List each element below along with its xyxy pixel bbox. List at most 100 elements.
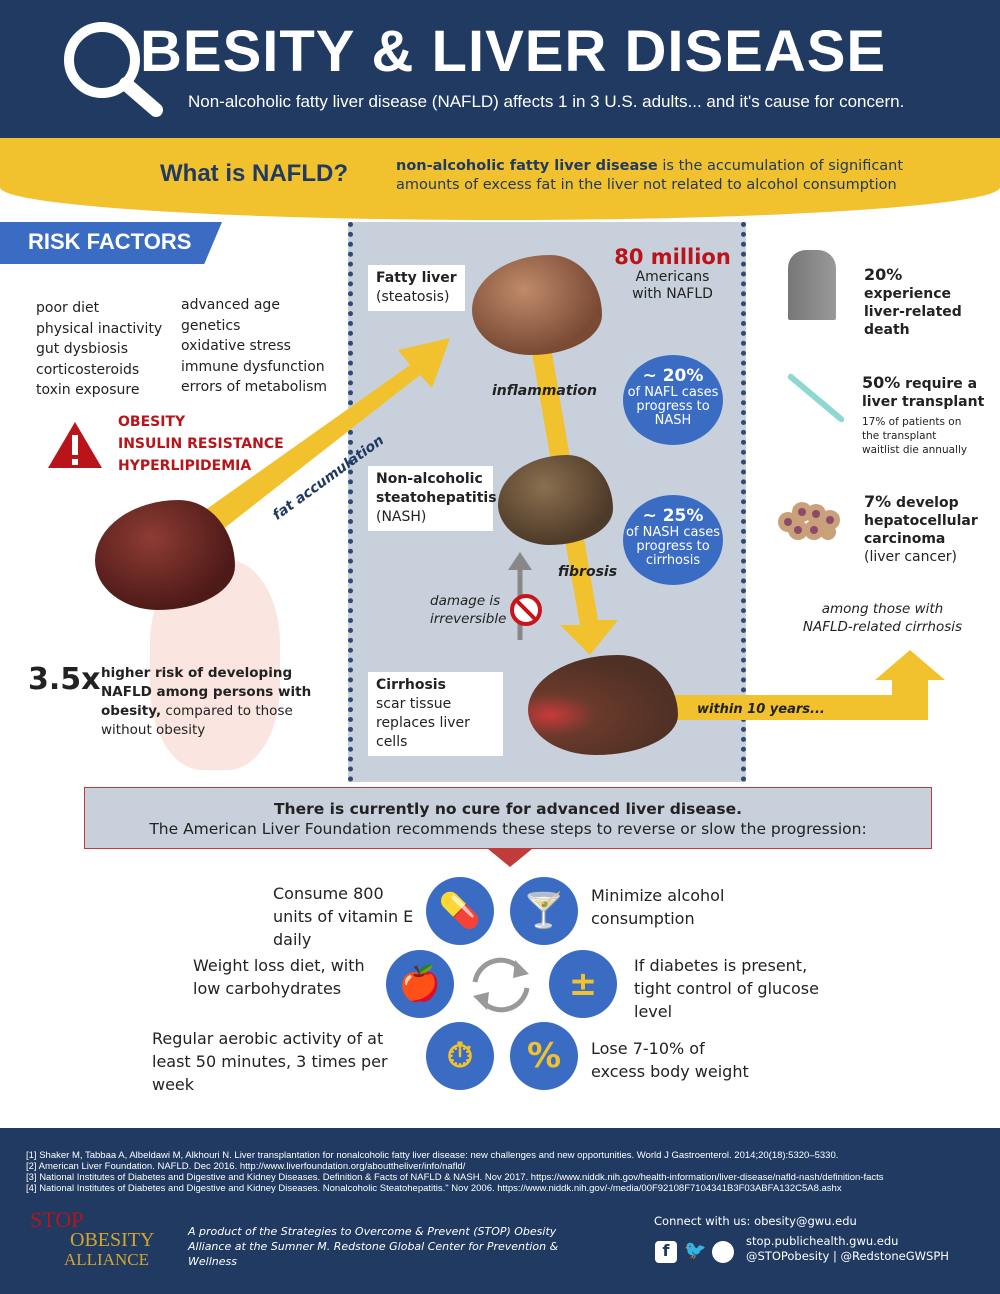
cancer-cells-icon bbox=[778, 502, 840, 540]
subtitle: Non-alcoholic fatty liver disease (NAFLD… bbox=[188, 92, 905, 111]
inflammation-label: inflammation bbox=[492, 383, 597, 399]
risk-statement-bold: higher risk of developing NAFLD among pe… bbox=[101, 665, 312, 719]
stopwatch-icon: ⏱ bbox=[426, 1022, 494, 1090]
outcome-note: 17% of patients on the transplant waitli… bbox=[862, 416, 968, 456]
page-title: BESITY & LIVER DISEASE bbox=[140, 19, 887, 84]
cirrhosis-liver-image bbox=[528, 655, 678, 755]
stat-pct: ~ 20% bbox=[642, 366, 704, 386]
header bbox=[0, 0, 1000, 138]
stage-sub: scar tissue replaces liver cells bbox=[376, 696, 470, 750]
nafl-to-nash-stat: ~ 20%of NAFL cases progress to NASH bbox=[623, 355, 723, 445]
stat-text: of NASH cases progress to cirrhosis bbox=[625, 525, 721, 568]
stage-title: Non-alcoholic steatohepatitis bbox=[376, 471, 497, 506]
fatty-liver-image bbox=[472, 255, 602, 355]
risk-item: errors of metabolism bbox=[181, 379, 328, 395]
no-cure-heading: There is currently no cure for advanced … bbox=[273, 800, 743, 818]
reference: [3] National Institutes of Diabetes and … bbox=[26, 1172, 884, 1183]
risk-factors-banner: RISK FACTORS bbox=[0, 222, 222, 264]
stage-sub: (steatosis) bbox=[376, 289, 450, 305]
nash-liver-image bbox=[498, 455, 613, 545]
product-credit: A product of the Strategies to Overcome … bbox=[188, 1225, 559, 1268]
no-cure-subheading: The American Liver Foundation recommends… bbox=[149, 820, 867, 838]
step-aerobic: Regular aerobic activity of at least 50 … bbox=[152, 1029, 388, 1094]
outcome-text: develop hepatocellular carcinoma bbox=[864, 495, 978, 547]
risk-item: genetics bbox=[181, 317, 241, 334]
step-weight: Lose 7-10% of excess body weight bbox=[591, 1039, 749, 1081]
glucose-drop-icon: ± bbox=[549, 950, 617, 1018]
cycle-arrows-icon bbox=[472, 957, 530, 1013]
step-diet: Weight loss diet, with low carbohydrates bbox=[193, 956, 365, 998]
stage-cirrhosis: Cirrhosis scar tissue replaces liver cell… bbox=[368, 672, 503, 756]
warning-icon bbox=[48, 422, 102, 468]
social-handles[interactable]: @STOPobesity | @RedstoneGWSPH bbox=[746, 1249, 949, 1263]
healthy-liver-image bbox=[95, 500, 235, 610]
apple-icon: 🍎 bbox=[386, 950, 454, 1018]
nafld-count-value: 80 million bbox=[614, 245, 731, 269]
logo-obesity: OBESITY bbox=[70, 1229, 155, 1251]
major-risk: HYPERLIPIDEMIA bbox=[118, 458, 252, 474]
no-cure-box: There is currently no cure for advanced … bbox=[84, 787, 932, 849]
step-vitamin-e: Consume 800 units of vitamin E daily bbox=[273, 884, 414, 949]
nafld-count-label: Americans with NAFLD bbox=[632, 269, 713, 302]
footer: [1] Shaker M, Tabbaa A, Albeldawi M, Alk… bbox=[0, 1128, 1000, 1294]
website-icon[interactable] bbox=[712, 1241, 734, 1263]
tombstone-icon bbox=[788, 250, 836, 320]
outcome-text: experience liver-related death bbox=[864, 286, 962, 338]
risk-multiplier: 3.5x bbox=[28, 662, 101, 697]
website-link[interactable]: stop.publichealth.gwu.edu bbox=[746, 1234, 899, 1248]
risk-statement-rest: compared to those without obesity bbox=[101, 703, 293, 738]
major-risk-list: OBESITY INSULIN RESISTANCE HYPERLIPIDEMIA bbox=[118, 411, 284, 477]
stat-text: of NAFL cases progress to NASH bbox=[627, 385, 719, 428]
percent-icon: % bbox=[510, 1022, 578, 1090]
risk-item: poor diet bbox=[36, 300, 100, 316]
nash-to-cirrhosis-stat: ~ 25%of NASH cases progress to cirrhosis bbox=[623, 495, 723, 585]
cocktail-icon: 🍸 bbox=[510, 877, 578, 945]
outcome-text: require a liver transplant bbox=[862, 376, 985, 410]
risk-factors-title: RISK FACTORS bbox=[28, 229, 192, 254]
prohibited-icon bbox=[510, 594, 542, 626]
risk-item: corticosteroids bbox=[36, 361, 140, 378]
definition-banner bbox=[0, 138, 1000, 220]
outcome-pct: 20% bbox=[864, 265, 903, 284]
pointer-triangle bbox=[488, 849, 532, 867]
facebook-icon[interactable]: f bbox=[655, 1241, 677, 1263]
stage-fatty-liver: Fatty liver (steatosis) bbox=[368, 265, 465, 311]
fibrosis-label: fibrosis bbox=[558, 564, 618, 580]
reference: [1] Shaker M, Tabbaa A, Albeldawi M, Alk… bbox=[26, 1150, 839, 1161]
risk-item: advanced age bbox=[181, 297, 280, 313]
outcome-carcinoma: 7% develop hepatocellular carcinoma(live… bbox=[864, 493, 994, 566]
outcome-pct: 50% bbox=[862, 373, 901, 392]
within-10-years-label: within 10 years... bbox=[697, 702, 825, 717]
risk-item: gut dysbiosis bbox=[36, 341, 128, 357]
step-alcohol: Minimize alcohol consumption bbox=[591, 886, 725, 928]
definition-text: non-alcoholic fatty liver disease is the… bbox=[396, 157, 916, 195]
logo-stop: STOP bbox=[30, 1207, 84, 1232]
reference: [4] National Institutes of Diabetes and … bbox=[26, 1183, 842, 1194]
definition-body: is the accumulation of significant amoun… bbox=[396, 158, 904, 193]
magnifying-glass-icon bbox=[64, 22, 163, 117]
risk-item: oxidative stress bbox=[181, 338, 291, 354]
risk-list-2: advanced age genetics oxidative stress immu… bbox=[181, 295, 327, 398]
reference: [2] American Liver Foundation. NAFLD. De… bbox=[26, 1161, 466, 1172]
outcome-note: (liver cancer) bbox=[864, 549, 958, 565]
stage-title: Fatty liver bbox=[376, 270, 457, 286]
major-risk: INSULIN RESISTANCE bbox=[118, 436, 284, 452]
logo-alliance: ALLIANCE bbox=[64, 1250, 149, 1269]
outcome-death: 20% experience liver-related death bbox=[864, 266, 994, 339]
major-risk: OBESITY bbox=[118, 414, 186, 430]
outcome-transplant: 50% require a liver transplant 17% of pat… bbox=[862, 374, 992, 457]
risk-item: immune dysfunction bbox=[181, 358, 325, 375]
risk-statement: higher risk of developing NAFLD among pe… bbox=[101, 664, 341, 740]
step-glucose: If diabetes is present, tight control of… bbox=[634, 956, 819, 1021]
pill-icon: 💊 bbox=[426, 877, 494, 945]
twitter-icon[interactable]: 🐦 bbox=[684, 1240, 707, 1261]
stage-title: Cirrhosis bbox=[376, 677, 446, 693]
stage-sub: (NASH) bbox=[376, 509, 427, 525]
contact-email[interactable]: Connect with us: obesity@gwu.edu bbox=[654, 1214, 857, 1228]
irreversible-label: damage is irreversible bbox=[430, 593, 507, 627]
stage-nash: Non-alcoholic steatohepatitis (NASH) bbox=[368, 466, 497, 531]
stat-pct: ~ 25% bbox=[642, 506, 704, 526]
